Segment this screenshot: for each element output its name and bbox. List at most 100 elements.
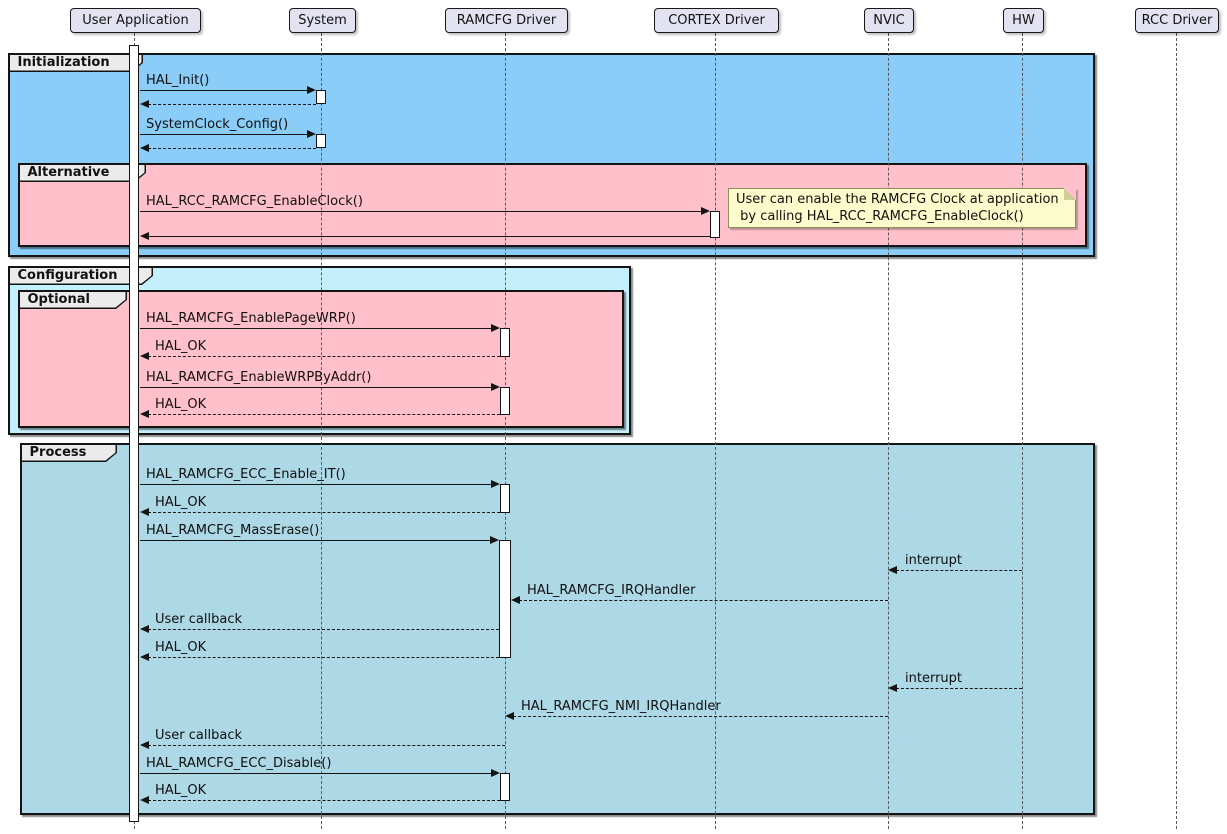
- lifeline-hw: [1022, 33, 1023, 829]
- arrow-line: [140, 540, 493, 541]
- message-label: HAL_RAMCFG_EnableWRPByAddr(): [146, 370, 372, 385]
- arrow-head: [140, 232, 149, 240]
- arrow-head: [888, 684, 897, 692]
- arrow-head: [140, 508, 149, 516]
- arrow-line: [148, 414, 500, 415]
- message-label: SystemClock_Config(): [146, 117, 289, 132]
- activation-ramcfg-driver: [500, 328, 510, 357]
- message-label: HAL_RAMCFG_ECC_Disable(): [146, 756, 332, 771]
- arrow-head: [511, 596, 520, 604]
- note-fold-icon: [1064, 188, 1076, 200]
- participant-cortex-driver: CORTEX Driver: [654, 8, 779, 33]
- arrow-head: [307, 86, 316, 94]
- arrow-line: [148, 104, 316, 105]
- message-label: HAL_OK: [155, 495, 207, 510]
- participant-ramcfg-driver: RAMCFG Driver: [445, 8, 568, 33]
- note: User can enable the RAMCFG Clock at appl…: [728, 188, 1076, 228]
- arrow-line: [148, 800, 500, 801]
- arrow-line: [896, 688, 1022, 689]
- arrow-head: [140, 100, 149, 108]
- arrow-head: [491, 324, 500, 332]
- frame-label-process: Process: [20, 443, 117, 462]
- frame-label-alternative: Alternative: [18, 163, 146, 182]
- activation-ramcfg-driver: [500, 387, 510, 415]
- arrow-line: [148, 629, 499, 630]
- message-label: HAL_OK: [155, 339, 207, 354]
- arrow-line: [148, 512, 500, 513]
- arrow-line: [148, 148, 316, 149]
- arrow-line: [140, 484, 494, 485]
- arrow-head: [491, 480, 500, 488]
- participant-system: System: [289, 8, 356, 33]
- arrow-line: [140, 387, 494, 388]
- activation-cortex-driver: [710, 211, 720, 238]
- message-label: interrupt: [905, 671, 962, 686]
- participant-label: CORTEX Driver: [668, 13, 765, 28]
- arrow-head: [140, 352, 149, 360]
- message-label: interrupt: [905, 553, 962, 568]
- arrow-line: [519, 600, 888, 601]
- arrow-line: [140, 134, 310, 135]
- message-label: HAL_RCC_RAMCFG_EnableClock(): [146, 194, 363, 209]
- message-label: HAL_RAMCFG_NMI_IRQHandler: [521, 699, 721, 714]
- arrow-line: [140, 773, 494, 774]
- frame-label-initialization: Initialization: [8, 53, 143, 72]
- arrow-line: [148, 356, 500, 357]
- message-label: HAL_RAMCFG_EnablePageWRP(): [146, 311, 356, 326]
- arrow-line: [140, 328, 494, 329]
- activation-system: [316, 134, 326, 148]
- message-label: HAL_Init(): [146, 73, 210, 88]
- arrow-head: [701, 207, 710, 215]
- message-label: HAL_OK: [155, 640, 207, 655]
- participant-nvic: NVIC: [864, 8, 914, 33]
- frame-label-optional: Optional: [18, 290, 127, 309]
- frame-label-configuration: Configuration: [8, 266, 153, 285]
- lifeline-rcc-driver: [1176, 33, 1177, 829]
- arrow-head: [140, 410, 149, 418]
- participant-rcc-driver: RCC Driver: [1135, 8, 1219, 33]
- lifeline-cortex-driver: [715, 33, 716, 829]
- message-label: HAL_OK: [155, 397, 207, 412]
- message-label: User callback: [155, 612, 242, 627]
- note-line: User can enable the RAMCFG Clock at appl…: [736, 192, 1059, 207]
- lifeline-nvic: [888, 33, 889, 829]
- arrow-head: [490, 536, 499, 544]
- arrow-line: [148, 236, 710, 237]
- participant-label: RAMCFG Driver: [456, 13, 557, 28]
- message-label: User callback: [155, 728, 242, 743]
- participant-label: HW: [1012, 13, 1035, 28]
- arrow-head: [140, 653, 149, 661]
- arrow-head: [888, 566, 897, 574]
- arrow-head: [140, 144, 149, 152]
- participant-hw: HW: [1003, 8, 1044, 33]
- message-label: HAL_RAMCFG_MassErase(): [146, 523, 320, 538]
- message-label: HAL_RAMCFG_IRQHandler: [527, 583, 696, 598]
- participant-user-application: User Application: [70, 8, 201, 33]
- participant-label: User Application: [82, 13, 189, 28]
- activation-ramcfg-driver: [500, 773, 510, 801]
- arrow-head: [140, 625, 149, 633]
- arrow-head: [491, 383, 500, 391]
- arrow-head: [307, 130, 316, 138]
- lifeline-ramcfg-driver: [505, 33, 506, 829]
- arrow-line: [140, 211, 704, 212]
- message-label: HAL_RAMCFG_ECC_Enable_IT(): [146, 467, 346, 482]
- participant-label: System: [298, 13, 347, 28]
- arrow-line: [140, 90, 310, 91]
- arrow-line: [896, 570, 1022, 571]
- arrow-head: [140, 796, 149, 804]
- participant-label: RCC Driver: [1141, 13, 1213, 28]
- activation-system: [316, 90, 326, 104]
- arrow-head: [505, 712, 514, 720]
- lifeline-system: [321, 33, 322, 829]
- arrow-line: [513, 716, 888, 717]
- message-label: HAL_OK: [155, 783, 207, 798]
- arrow-head: [140, 741, 149, 749]
- participant-label: NVIC: [873, 13, 905, 28]
- arrow-head: [491, 769, 500, 777]
- activation-ramcfg-driver: [500, 484, 510, 513]
- activation-ramcfg-driver: [499, 540, 511, 658]
- arrow-line: [148, 745, 505, 746]
- arrow-line: [148, 657, 499, 658]
